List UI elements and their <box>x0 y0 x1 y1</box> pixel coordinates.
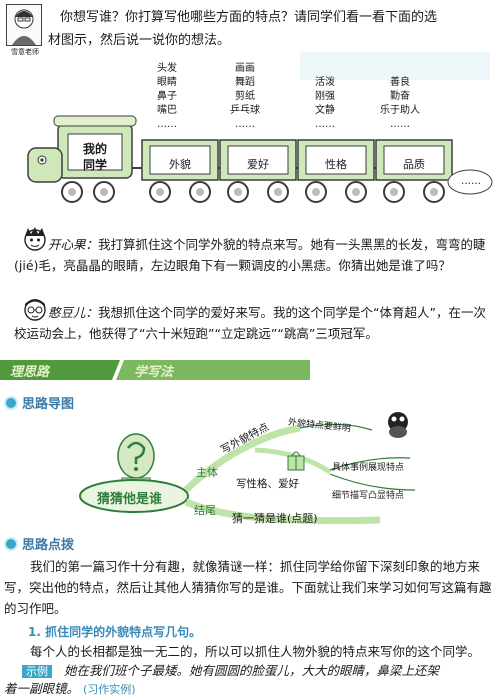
example-block: 示例 她在我们班个子最矮。她有圆圆的脸蛋儿，大大的眼睛，鼻梁上还架 <box>22 661 498 681</box>
target-icon-2 <box>4 537 18 551</box>
car-label-4: 品质 <box>403 158 425 171</box>
leaf-examples: 具体事例展现特点 <box>332 463 405 473</box>
speech-1: 开心果：我打算抓住这个同学外貌的特点来写。她有一头黑黑的长发，弯弯的睫(jié)… <box>14 234 490 276</box>
section-bar-right: 学写法 <box>134 365 174 380</box>
tips-paragraph: 我们的第一篇习作十分有趣，就像猜谜一样：抓住同学给你留下深刻印象的地方来写，突出… <box>4 559 492 616</box>
intro-line-1: 你想写谁？你打算写他哪些方面的特点？请同学们看一看下面的选 <box>60 10 438 25</box>
train-car-2 <box>219 139 297 203</box>
intro-line-2: 材图示，然后说一说你的想法。 <box>48 33 231 48</box>
speaker-1: 开心果： <box>48 237 99 252</box>
tips-title: 思路点拨 <box>22 538 75 553</box>
example-text-2: 着一副眼镜。 <box>4 681 80 696</box>
train-car-3 <box>297 139 375 203</box>
target-icon <box>4 396 18 410</box>
node-character-hobby: 写性格、爱好 <box>236 478 299 490</box>
branch-bottom-label: 结尾 <box>194 504 216 517</box>
speech-2-text: 我想抓住这个同学的爱好来写。我的这个同学是个“体育超人”，在一次校运动会上，他获… <box>14 305 486 341</box>
teacher-caption: 雪意老师 <box>11 48 39 56</box>
car-label-1: 外貌 <box>169 158 191 171</box>
train-engine <box>27 115 137 203</box>
train-car-1 <box>141 139 219 203</box>
car-items-3: 活泼 刚强 文静 …… <box>315 77 335 130</box>
question-head-icon <box>117 433 155 485</box>
branch-top-label: 主体 <box>196 466 218 479</box>
car-label-3: 性格 <box>325 158 347 171</box>
train-car-4 <box>375 139 453 203</box>
mindmap-title: 思路导图 <box>22 397 75 412</box>
node-guess: 猜一猜是谁(点题) <box>232 512 318 525</box>
section-bar <box>0 360 310 380</box>
gift-icon <box>287 451 305 471</box>
engine-label: 我的 同学 <box>82 142 107 172</box>
mindmap-diagram <box>79 412 416 525</box>
smoke-dots: …… <box>461 176 481 187</box>
ladybug-icon <box>388 412 408 438</box>
sub-text: 每个人的长相都是独一无二的，所以可以抓住人物外貌的特点来写你的这个同学。 <box>30 644 481 659</box>
sub-heading: 1. 抓住同学的外貌特点写几句。 <box>28 625 202 639</box>
teacher-avatar-icon <box>6 4 42 46</box>
intro-text: 你想写谁？你打算写他哪些方面的特点？请同学们看一看下面的选 材图示，然后说一说你… <box>48 6 490 52</box>
car-items-2: 画画 舞蹈 剪纸 乒乓球 …… <box>230 63 260 130</box>
speaker-2: 憨豆儿： <box>48 305 99 320</box>
example-text-1: 她在我们班个子最矮。她有圆圆的脸蛋儿，大大的眼睛，鼻梁上还架 <box>63 663 439 678</box>
car-label-2: 爱好 <box>247 158 269 171</box>
example-source: (习作实例) <box>83 683 136 696</box>
example-tag: 示例 <box>22 665 52 678</box>
car-items-4: 善良 勤奋 乐于助人 …… <box>380 77 420 130</box>
car-items-1: 头发 眼睛 鼻子 嘴巴 …… <box>157 63 177 130</box>
boy-face-icon <box>24 227 46 251</box>
speech-1-text: 我打算抓住这个同学外貌的特点来写。她有一头黑黑的长发，弯弯的睫(jié)毛，亮晶… <box>14 237 486 273</box>
leaf-details: 细节描写凸显特点 <box>332 491 405 501</box>
example-line-2: 着一副眼镜。(习作实例) <box>4 680 136 699</box>
smoke-cloud-icon <box>447 169 493 195</box>
section-bar-left: 理思路 <box>10 365 50 380</box>
mindmap-center: 猜猜他是谁 <box>97 492 163 507</box>
train-illustration <box>27 52 493 203</box>
speech-2: 憨豆儿：我想抓住这个同学的爱好来写。我的这个同学是个“体育超人”，在一次校运动会… <box>14 302 490 344</box>
glasses-boy-icon <box>24 299 46 321</box>
